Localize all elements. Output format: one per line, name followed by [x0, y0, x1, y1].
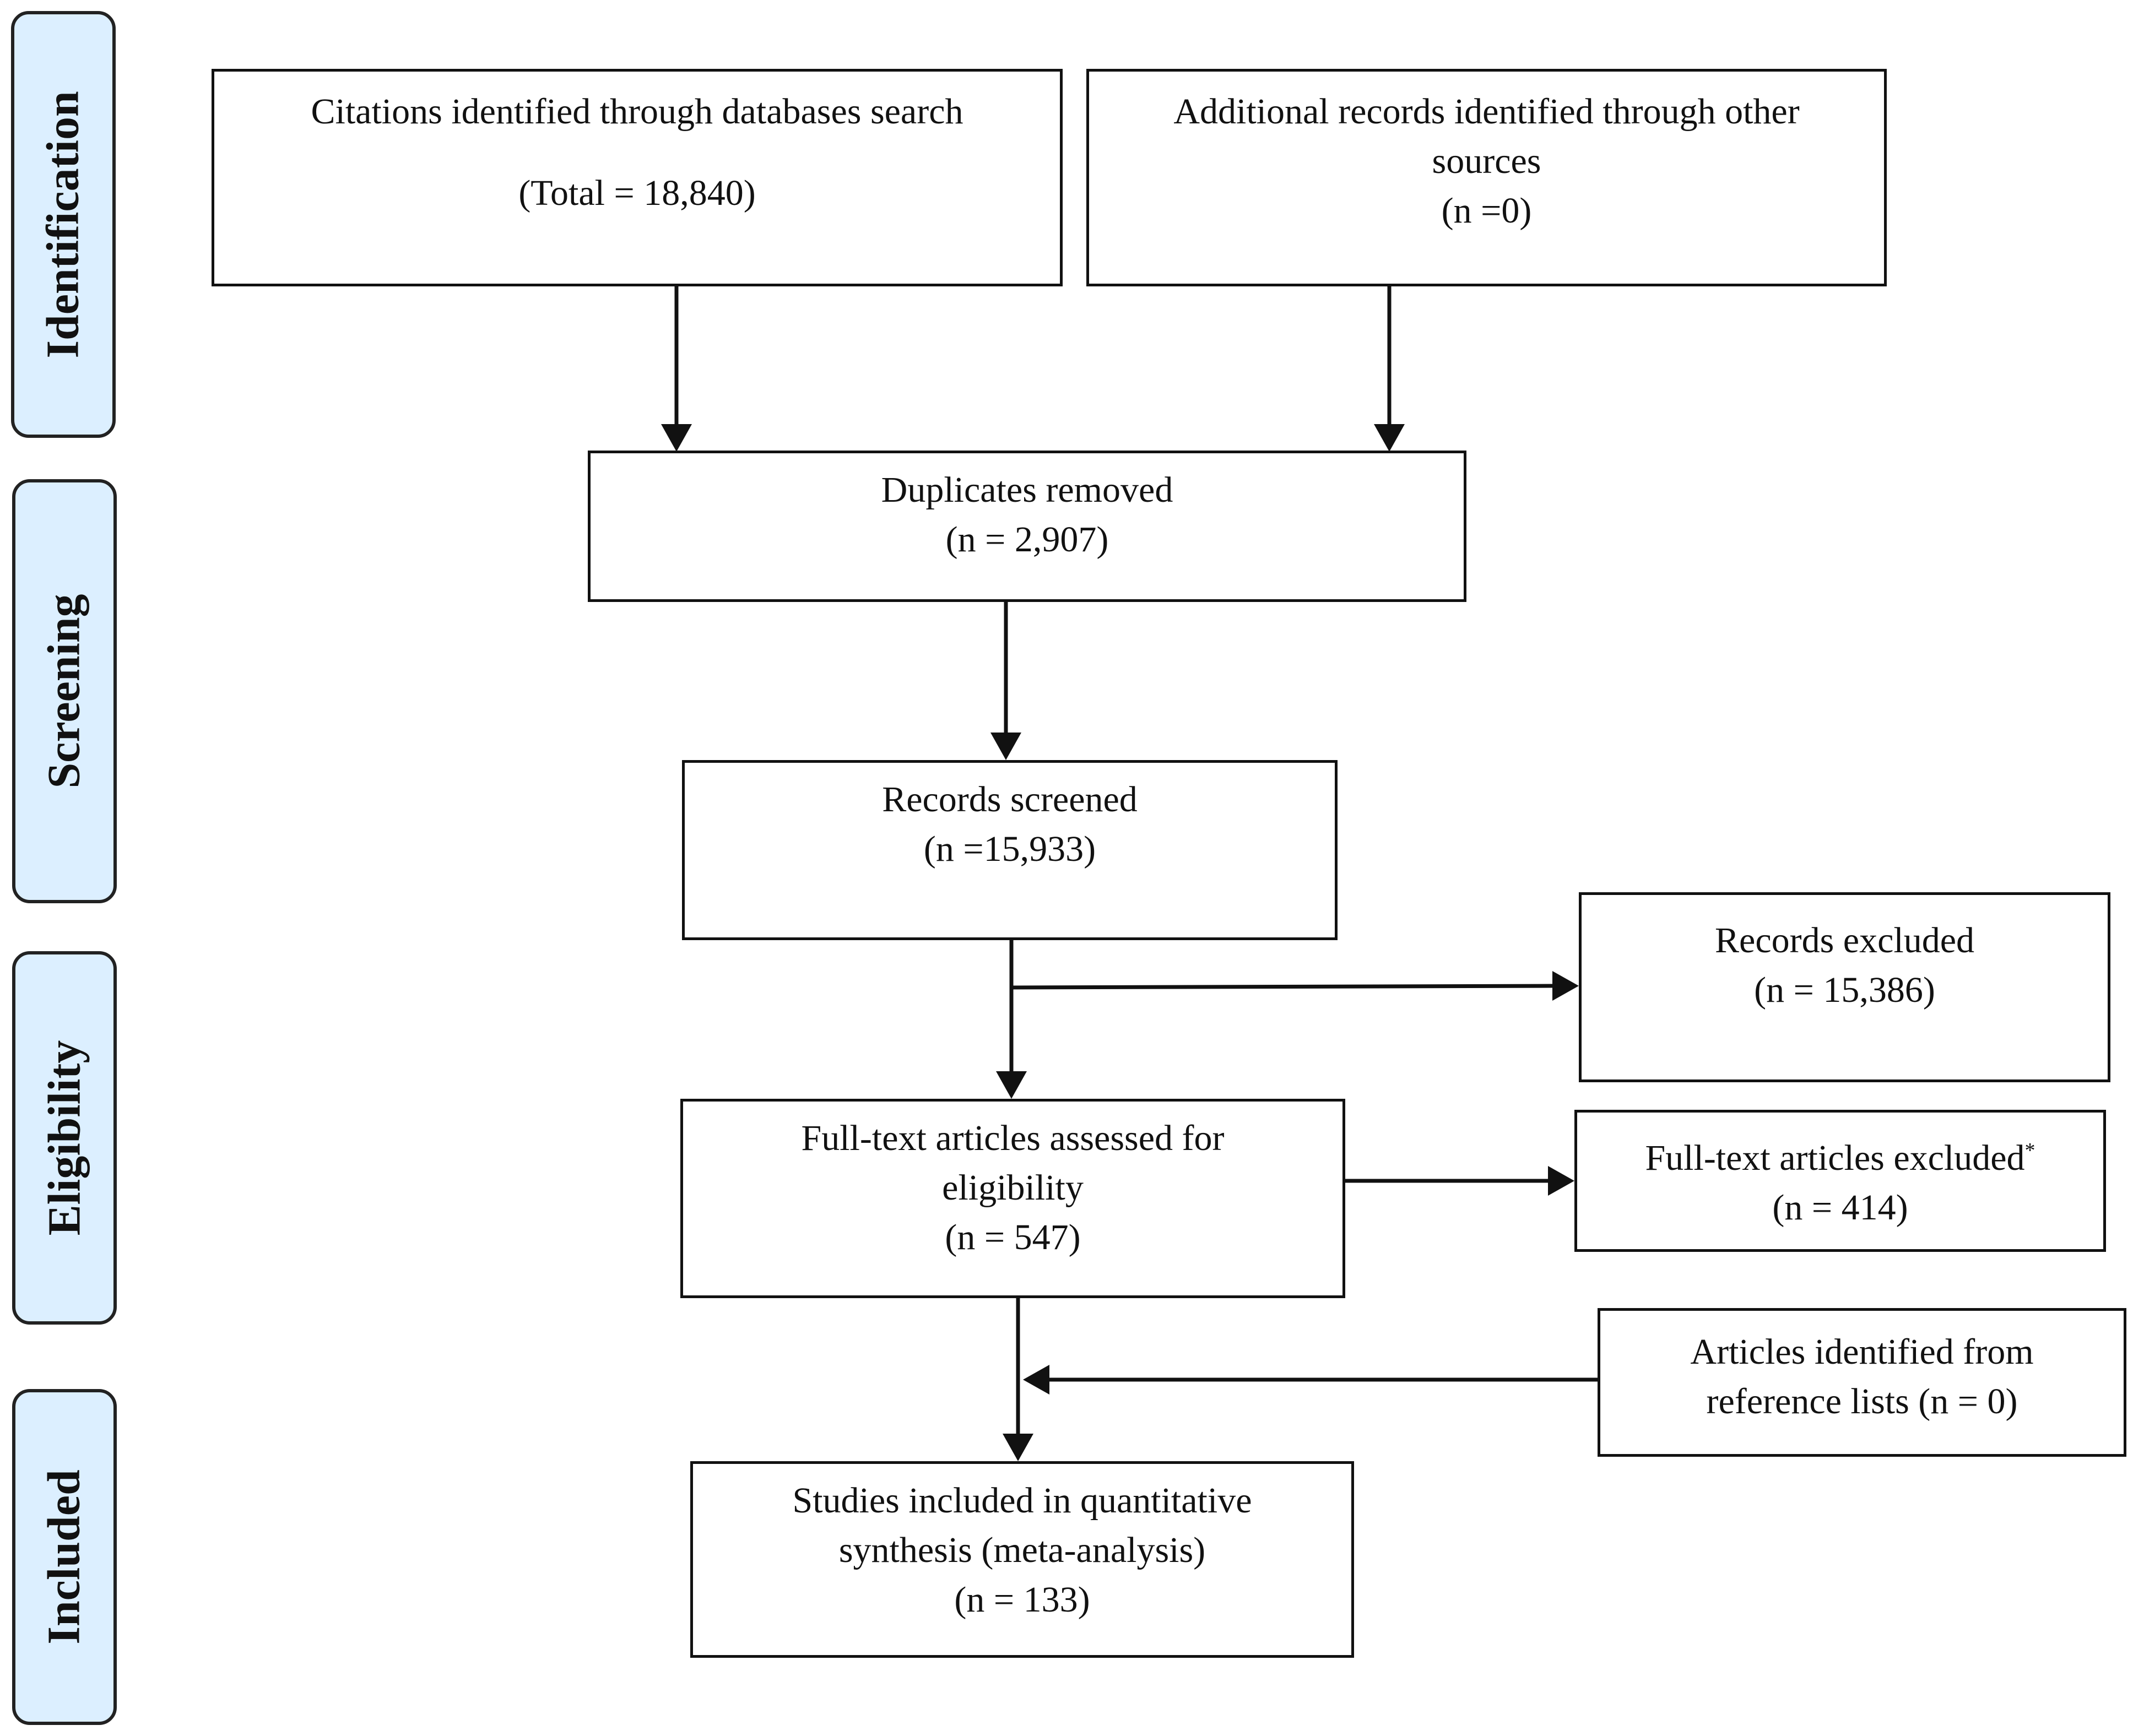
other-sources-count: (n =0) — [1441, 191, 1532, 231]
box-records-excluded: Records excluded (n = 15,386) — [1579, 892, 2110, 1082]
arrowhead-duplicates-to-screened — [990, 733, 1021, 760]
box-fulltext-assessed: Full-text articles assessed for eligibil… — [680, 1099, 1345, 1298]
fulltext-assessed-count: (n = 547) — [945, 1217, 1081, 1257]
fulltext-assessed-text-2: eligibility — [942, 1168, 1084, 1208]
other-sources-text: Additional records identified through ot… — [1173, 91, 1800, 132]
included-text-2: synthesis (meta-analysis) — [838, 1530, 1206, 1570]
stage-identification: Identification — [11, 11, 116, 438]
included-count: (n = 133) — [954, 1580, 1090, 1620]
box-duplicates: Duplicates removed (n = 2,907) — [588, 451, 1466, 602]
arrowhead-to-records-excluded — [1552, 971, 1579, 1001]
stage-eligibility: Eligibility — [12, 951, 117, 1325]
box-reference-lists: Articles identified from reference lists… — [1598, 1308, 2126, 1457]
arrow-to-records-excluded — [1011, 984, 1553, 990]
records-excluded-count: (n = 15,386) — [1754, 970, 1935, 1010]
duplicates-count: (n = 2,907) — [945, 519, 1109, 560]
box-fulltext-excluded: Full-text articles excluded* (n = 414) — [1574, 1110, 2106, 1252]
screened-count: (n =15,933) — [923, 829, 1096, 869]
fulltext-assessed-text: Full-text articles assessed for — [801, 1118, 1225, 1158]
box-records-screened: Records screened (n =15,933) — [682, 760, 1338, 940]
arrowhead-reference-to-main — [1023, 1365, 1049, 1395]
arrowhead-to-fulltext-excluded — [1548, 1166, 1574, 1196]
arrowhead-database-to-duplicates — [661, 424, 692, 452]
included-text: Studies included in quantitative — [792, 1480, 1252, 1521]
fulltext-excluded-count: (n = 414) — [1772, 1187, 1908, 1228]
reference-lists-count: reference lists (n = 0) — [1706, 1381, 2018, 1422]
reference-lists-text: Articles identified from — [1690, 1332, 2034, 1372]
database-search-text: Citations identified through databases s… — [311, 91, 963, 132]
stage-included: Included — [12, 1389, 117, 1725]
records-excluded-text: Records excluded — [1715, 920, 1974, 961]
fulltext-excluded-text: Full-text articles excluded — [1645, 1138, 2025, 1178]
stage-eligibility-label: Eligibility — [39, 1040, 90, 1236]
stage-included-label: Included — [39, 1469, 90, 1645]
duplicates-text: Duplicates removed — [881, 470, 1173, 510]
database-search-total: (Total = 18,840) — [518, 173, 756, 213]
box-studies-included: Studies included in quantitative synthes… — [690, 1461, 1354, 1658]
stage-screening-label: Screening — [39, 594, 90, 789]
fulltext-excluded-marker: * — [2024, 1139, 2035, 1162]
other-sources-text-2: sources — [1432, 141, 1541, 181]
arrowhead-other-to-duplicates — [1374, 424, 1405, 452]
arrowhead-screened-to-fulltext — [996, 1071, 1027, 1099]
stage-screening: Screening — [12, 479, 117, 903]
arrowhead-fulltext-to-included — [1003, 1434, 1033, 1461]
box-database-search: Citations identified through databases s… — [212, 69, 1063, 286]
box-other-sources: Additional records identified through ot… — [1086, 69, 1887, 286]
stage-identification-label: Identification — [37, 90, 89, 359]
fulltext-excluded-title: Full-text articles excluded* — [1577, 1133, 2103, 1183]
screened-text: Records screened — [882, 779, 1138, 820]
